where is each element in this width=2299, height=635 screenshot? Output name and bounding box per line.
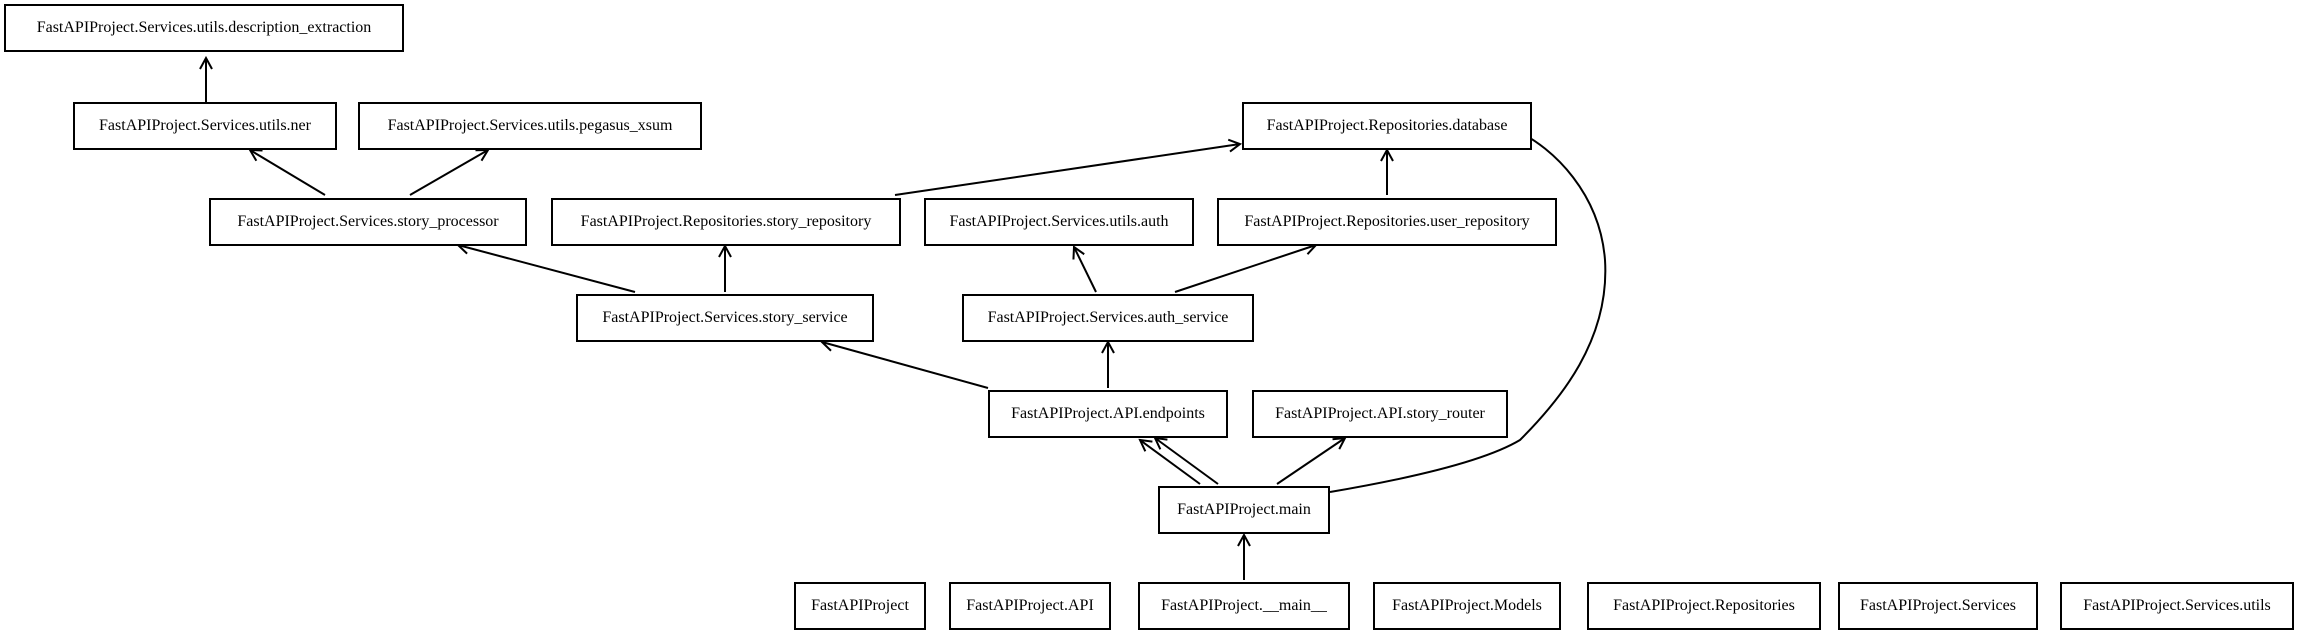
edge-story-service-to-story-processor	[458, 245, 636, 293]
node-main[interactable]: FastAPIProject.main	[1158, 486, 1330, 534]
edge-main-to-database	[1329, 130, 1607, 493]
node-dunder-main[interactable]: FastAPIProject.__main__	[1138, 582, 1350, 630]
node-utils-ner[interactable]: FastAPIProject.Services.utils.ner	[73, 102, 337, 150]
edge-auth-service-to-user-repository	[1174, 245, 1316, 293]
edge-endpoints-to-story-service	[822, 342, 989, 389]
node-package-repositories[interactable]: FastAPIProject.Repositories	[1587, 582, 1821, 630]
edge-main-to-endpoints-2	[1155, 438, 1219, 485]
node-repositories-database[interactable]: FastAPIProject.Repositories.database	[1242, 102, 1532, 150]
node-api-story-router[interactable]: FastAPIProject.API.story_router	[1252, 390, 1508, 438]
node-story-service[interactable]: FastAPIProject.Services.story_service	[576, 294, 874, 342]
node-package-services[interactable]: FastAPIProject.Services	[1838, 582, 2038, 630]
node-story-repository[interactable]: FastAPIProject.Repositories.story_reposi…	[551, 198, 901, 246]
node-user-repository[interactable]: FastAPIProject.Repositories.user_reposit…	[1217, 198, 1557, 246]
node-description-extraction[interactable]: FastAPIProject.Services.utils.descriptio…	[4, 4, 404, 52]
node-utils-auth[interactable]: FastAPIProject.Services.utils.auth	[924, 198, 1194, 246]
node-api-endpoints[interactable]: FastAPIProject.API.endpoints	[988, 390, 1228, 438]
edge-story-processor-to-pegasus	[409, 150, 488, 196]
edge-story-repository-to-database	[894, 144, 1240, 196]
node-package-models[interactable]: FastAPIProject.Models	[1373, 582, 1561, 630]
edge-story-processor-to-ner	[250, 150, 326, 196]
node-story-processor[interactable]: FastAPIProject.Services.story_processor	[209, 198, 527, 246]
node-pegasus-xsum[interactable]: FastAPIProject.Services.utils.pegasus_xs…	[358, 102, 702, 150]
node-package-api[interactable]: FastAPIProject.API	[949, 582, 1111, 630]
edge-main-to-story-router	[1276, 438, 1345, 485]
node-package-root[interactable]: FastAPIProject	[794, 582, 926, 630]
node-package-services-utils[interactable]: FastAPIProject.Services.utils	[2060, 582, 2294, 630]
node-auth-service[interactable]: FastAPIProject.Services.auth_service	[962, 294, 1254, 342]
edge-main-to-endpoints-1	[1140, 440, 1201, 485]
edge-auth-service-to-utils-auth	[1074, 247, 1097, 293]
